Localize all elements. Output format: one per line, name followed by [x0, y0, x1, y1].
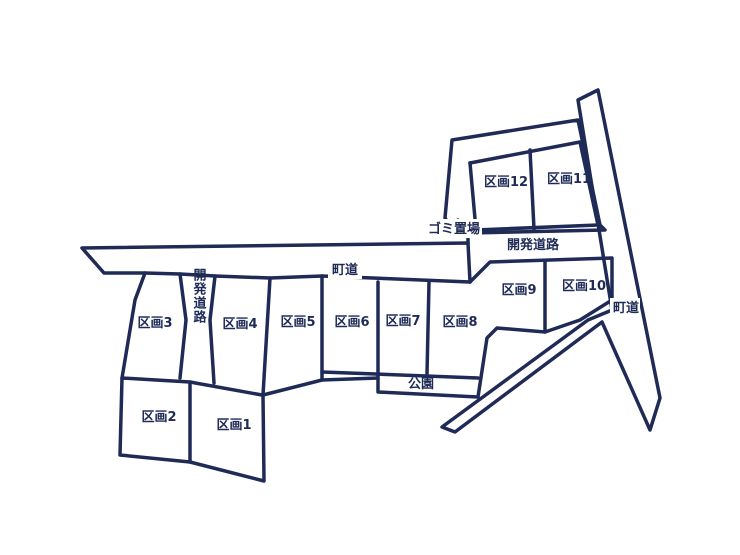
lot1-label: 区画1	[216, 418, 251, 433]
lot4-label: 区画4	[222, 317, 257, 332]
park-label: 公園	[408, 376, 434, 392]
label-bg-town-road-diagonal	[610, 298, 640, 316]
label-bg-town-road	[328, 259, 362, 279]
lot6-label: 区画6	[334, 315, 369, 330]
map-linework	[80, 88, 662, 483]
town-road-horizontal-label: 町道	[332, 262, 358, 278]
lot2-label: 区画2	[141, 410, 176, 425]
lot3-label: 区画3	[137, 316, 172, 331]
label-bg-garbage	[426, 219, 482, 238]
lot12-label: 区画12	[484, 175, 528, 190]
lot9-label: 区画9	[501, 283, 536, 298]
lot10-label: 区画10	[562, 279, 606, 294]
garbage-area-label: ゴミ置場	[428, 221, 480, 237]
lot7-label: 区画7	[385, 314, 420, 329]
lot11-label: 区画11	[547, 172, 591, 187]
town-road-diagonal-label: 町道	[613, 300, 639, 316]
lot5-label: 区画5	[280, 315, 315, 330]
map-labels: 町道 町道 区画12 区画11 ゴミ置場 開発道路 区画9 区画10 区画3 区…	[137, 172, 640, 433]
lot8-label: 区画8	[442, 315, 477, 330]
dev-road-horizontal-label: 開発道路	[507, 237, 560, 253]
dev-road-vertical-label: 開発道路	[191, 268, 208, 324]
